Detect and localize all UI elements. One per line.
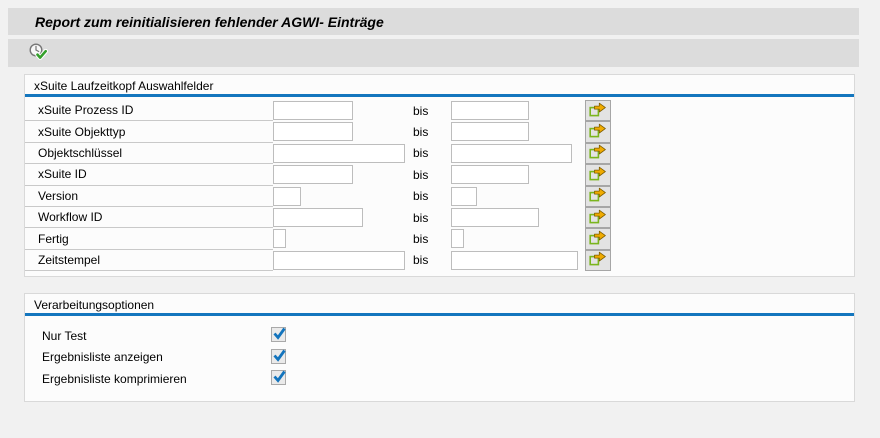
selection-row-objektschluessel: Objektschlüssel bis — [25, 142, 854, 165]
field-label-version: Version — [25, 186, 273, 207]
xsuite-objekttyp-from-input[interactable] — [273, 122, 353, 142]
version-multiple-selection-button[interactable] — [585, 185, 611, 207]
xsuite-prozess-id-to-input[interactable] — [451, 101, 529, 120]
field-label-fertig: Fertig — [25, 228, 273, 250]
bis-label: bis — [413, 232, 429, 247]
xsuite-prozess-id-from-input[interactable] — [273, 101, 353, 120]
workflow-id-from-input[interactable] — [273, 207, 363, 227]
multiple-selection-icon — [589, 187, 607, 205]
multiple-selection-icon — [589, 251, 607, 269]
fertig-multiple-selection-button[interactable] — [585, 228, 611, 250]
zeitstempel-multiple-selection-button[interactable] — [585, 249, 611, 272]
option-row-ergebnisliste-komprimieren: Ergebnisliste komprimieren — [25, 368, 854, 390]
selection-group-title: xSuite Laufzeitkopf Auswahlfelder — [34, 79, 214, 93]
version-from-input[interactable] — [273, 186, 301, 206]
nur-test-checkbox[interactable] — [271, 327, 286, 342]
xsuite-objekttyp-multiple-selection-button[interactable] — [585, 121, 611, 143]
xsuite-objekttyp-to-input[interactable] — [451, 122, 529, 142]
bis-label: bis — [413, 189, 429, 204]
bis-label: bis — [413, 125, 429, 140]
execute-icon — [28, 42, 50, 65]
field-label-xsuite-id: xSuite ID — [25, 164, 273, 186]
option-label-nur-test: Nur Test — [42, 328, 87, 343]
field-label-xsuite-objekttyp: xSuite Objekttyp — [25, 121, 273, 143]
page-title: Report zum reinitialisieren fehlender AG… — [35, 13, 384, 30]
ergebnisliste-anzeigen-checkbox[interactable] — [271, 348, 286, 364]
field-label-xsuite-prozess-id: xSuite Prozess ID — [25, 100, 273, 122]
bis-label: bis — [413, 146, 429, 161]
multiple-selection-icon — [589, 123, 607, 141]
objektschluessel-from-input[interactable] — [273, 143, 405, 163]
option-row-nur-test: Nur Test — [25, 325, 854, 347]
objektschluessel-multiple-selection-button[interactable] — [585, 142, 611, 165]
bis-label: bis — [413, 167, 429, 182]
execute-button[interactable] — [27, 41, 51, 65]
field-label-workflow-id: Workflow ID — [25, 207, 273, 229]
selection-row-workflow-id: Workflow ID bis — [25, 206, 854, 229]
fertig-from-input[interactable] — [273, 229, 286, 249]
workflow-id-multiple-selection-button[interactable] — [585, 206, 611, 229]
field-label-zeitstempel: Zeitstempel — [25, 250, 273, 272]
selection-row-zeitstempel: Zeitstempel bis — [25, 249, 854, 272]
selection-row-fertig: Fertig bis — [25, 228, 854, 250]
multiple-selection-icon — [589, 230, 607, 248]
title-bar: Report zum reinitialisieren fehlender AG… — [8, 8, 859, 35]
group-header-rule — [25, 94, 854, 97]
ergebnisliste-komprimieren-checkbox[interactable] — [271, 370, 286, 385]
selection-row-xsuite-id: xSuite ID bis — [25, 164, 854, 186]
selection-row-xsuite-prozess-id: xSuite Prozess ID bis — [25, 100, 854, 122]
multiple-selection-icon — [589, 166, 607, 184]
bis-label: bis — [413, 103, 429, 118]
xsuite-prozess-id-multiple-selection-button[interactable] — [585, 100, 611, 122]
group-header-rule — [25, 313, 854, 316]
workflow-id-to-input[interactable] — [451, 207, 539, 227]
multiple-selection-icon — [589, 102, 607, 120]
xsuite-id-multiple-selection-button[interactable] — [585, 164, 611, 186]
objektschluessel-to-input[interactable] — [451, 143, 572, 163]
options-group-title: Verarbeitungsoptionen — [34, 298, 155, 312]
bis-label: bis — [413, 210, 429, 225]
application-toolbar — [8, 39, 859, 67]
option-label-ergebnisliste-anzeigen: Ergebnisliste anzeigen — [42, 350, 163, 365]
field-label-objektschluessel: Objektschlüssel — [25, 143, 273, 165]
zeitstempel-from-input[interactable] — [273, 250, 405, 270]
fertig-to-input[interactable] — [451, 229, 464, 249]
version-to-input[interactable] — [451, 186, 477, 206]
multiple-selection-icon — [589, 209, 607, 227]
option-label-ergebnisliste-komprimieren: Ergebnisliste komprimieren — [42, 371, 187, 386]
option-row-ergebnisliste-anzeigen: Ergebnisliste anzeigen — [25, 347, 854, 369]
zeitstempel-to-input[interactable] — [451, 250, 578, 270]
xsuite-id-to-input[interactable] — [451, 165, 529, 185]
selection-row-version: Version bis — [25, 185, 854, 207]
bis-label: bis — [413, 253, 429, 268]
selection-row-xsuite-objekttyp: xSuite Objekttyp bis — [25, 121, 854, 143]
multiple-selection-icon — [589, 144, 607, 162]
xsuite-id-from-input[interactable] — [273, 165, 353, 185]
selection-groupbox: xSuite Laufzeitkopf Auswahlfelder xSuite… — [24, 74, 855, 277]
